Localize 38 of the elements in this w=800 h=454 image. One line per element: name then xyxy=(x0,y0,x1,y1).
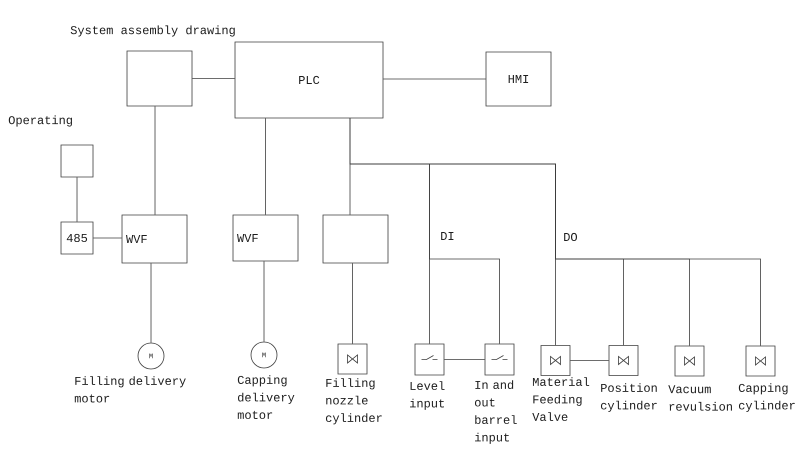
component-label: Capping delivery motor xyxy=(238,375,294,419)
connector-line xyxy=(150,263,152,343)
connector-line xyxy=(444,359,485,360)
component-label: Position cylinder xyxy=(600,383,657,412)
plc-box: PLC xyxy=(234,42,384,118)
module-box xyxy=(60,144,94,178)
signal-label: DO xyxy=(564,232,577,242)
component-label: Material Feeding Valve xyxy=(532,377,590,421)
valve-symbol xyxy=(674,346,704,376)
inverter-box: WVF xyxy=(122,214,188,264)
valve-symbol xyxy=(338,344,368,374)
component-label: Level input xyxy=(410,381,445,410)
connector-line xyxy=(352,263,353,344)
component-label: Vacuum revulsion xyxy=(668,385,732,411)
connector-line xyxy=(383,78,486,80)
inverter-box: WVF xyxy=(232,214,298,262)
valve-symbol xyxy=(540,345,570,376)
component-label: Filling nozzle cylinder xyxy=(326,378,382,424)
diagram-title: System assembly drawing xyxy=(70,25,235,37)
hmi-box: HMI xyxy=(486,52,552,106)
connector-line xyxy=(570,360,609,361)
connector-line xyxy=(265,118,266,215)
component-label: In and out barrel input xyxy=(474,380,517,444)
switch-symbol xyxy=(414,344,444,376)
signal-label: DI xyxy=(441,232,454,240)
port-box: 485 xyxy=(60,222,94,254)
connector-line xyxy=(154,106,156,215)
connector-line xyxy=(192,78,236,79)
connector-line xyxy=(350,118,761,346)
component-label: Filling delivery motor xyxy=(74,376,186,402)
valve-symbol xyxy=(746,346,776,376)
section-label: Operating xyxy=(8,115,72,127)
valve-symbol xyxy=(608,345,638,376)
connector-line xyxy=(76,177,78,222)
switch-symbol xyxy=(484,344,514,376)
module-box xyxy=(126,50,192,106)
component-label: Capping cylinder xyxy=(738,383,795,412)
module-box xyxy=(322,214,388,264)
